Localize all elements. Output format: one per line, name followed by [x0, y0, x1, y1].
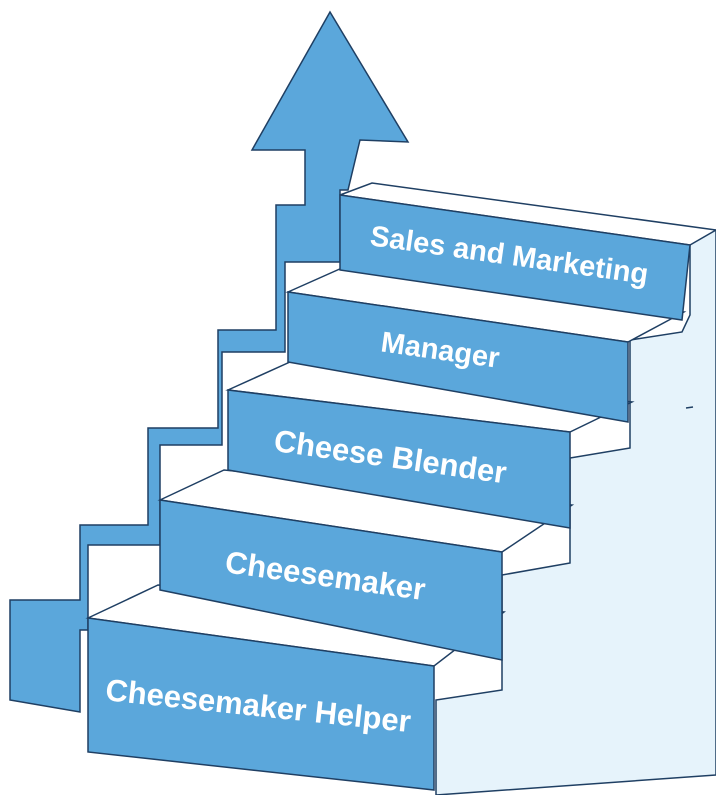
step-face-5: [339, 194, 691, 321]
step-face-2: [159, 499, 503, 661]
rising-arrow: [9, 10, 410, 713]
staircase-side-wall: [435, 229, 716, 795]
step-face-1: [87, 617, 435, 791]
step-face-3: [227, 389, 571, 529]
side-wall-tick: [685, 406, 694, 409]
step-face-4: [287, 291, 629, 423]
